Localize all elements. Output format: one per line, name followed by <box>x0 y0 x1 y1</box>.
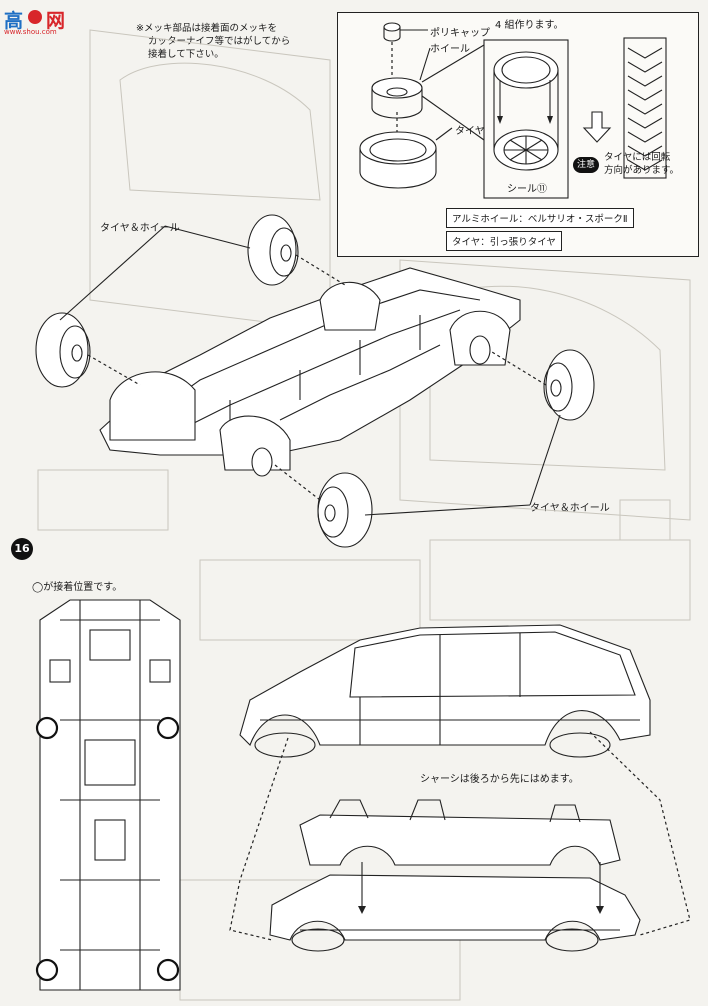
tire-wheel-label-right: タイヤ＆ホイール <box>530 503 610 514</box>
caution-badge: 注意 <box>573 157 599 173</box>
tire-label: タイヤ <box>455 126 485 137</box>
plating-note-line-2: カッターナイフ等ではがしてから <box>148 36 291 47</box>
glue-position-note: ◯が接着位置です。 <box>32 582 123 593</box>
tread-pattern <box>627 47 663 171</box>
tire-top-left <box>247 214 299 286</box>
plating-note-line-3: 接着して下さい。 <box>148 49 224 60</box>
step-16-number: 16 <box>11 538 33 560</box>
tire-right <box>543 349 595 421</box>
tire-wheel-label-left: タイヤ＆ホイール <box>100 223 180 234</box>
watermark-logo: 高 网 www.shou.com <box>2 6 72 36</box>
seal-label: シール⑪ <box>507 184 547 195</box>
spec-wheel-box: アルミホイール：ベルサリオ・スポークⅡ <box>446 208 634 228</box>
chassis-insert-note: シャーシは後ろから先にはめます。 <box>420 774 579 785</box>
plating-note-line-1: ※メッキ部品は接着面のメッキを <box>136 23 277 34</box>
assembly-count-note: 4 組作ります。 <box>495 20 564 31</box>
watermark-flower-icon <box>28 10 42 24</box>
wheel-exploded-view <box>359 22 667 199</box>
tire-left <box>35 312 91 388</box>
caution-text-line-1: タイヤには回転 <box>604 152 671 163</box>
caution-text: タイヤには回転 方向があります。 <box>604 151 679 177</box>
watermark-char-1: 高 <box>4 10 24 32</box>
plating-note: ※メッキ部品は接着面のメッキを カッターナイフ等ではがしてから 接着して下さい。 <box>136 22 336 61</box>
chassis-side-view <box>229 731 691 952</box>
wheel-label: ホイール <box>430 44 470 55</box>
watermark-url: www.shou.com <box>4 28 57 36</box>
minivan-body-view <box>239 624 651 758</box>
glue-position-circles <box>35 716 180 982</box>
spec-tire-box: タイヤ：引っ張りタイヤ <box>446 231 562 251</box>
chassis-underside-view <box>35 599 181 991</box>
chassis-assembly-view <box>35 214 595 548</box>
watermark-char-2: 网 <box>46 10 66 32</box>
polycap-label: ポリキャップ <box>430 28 490 39</box>
caution-text-line-2: 方向があります。 <box>604 165 680 176</box>
tire-bottom <box>317 472 373 548</box>
